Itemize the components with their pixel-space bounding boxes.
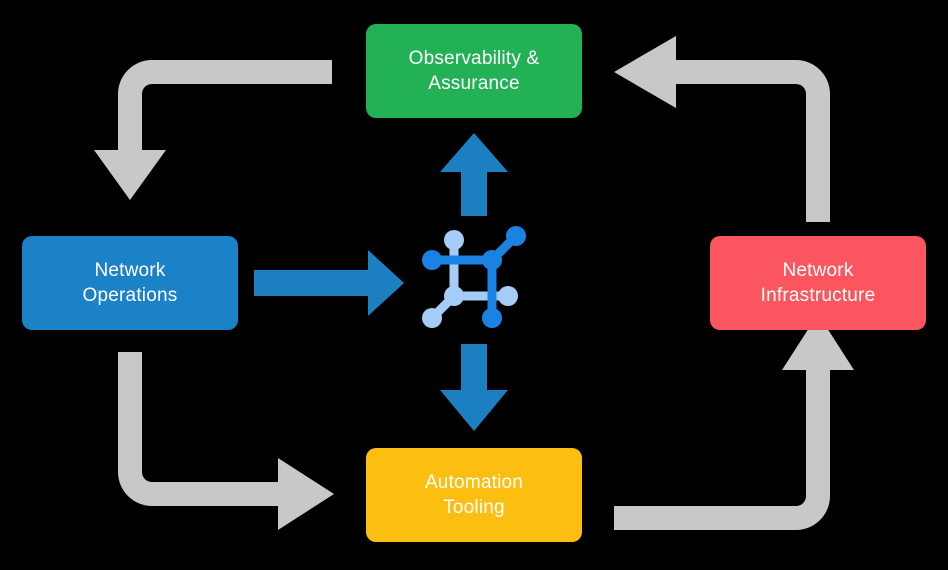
connector-operations-to-center: [254, 250, 404, 316]
node-label-network-operations: Network Operations: [82, 259, 178, 306]
node-box-automation-tooling[interactable]: Automation Tooling: [366, 448, 582, 542]
connector-operations-to-automation: [118, 352, 334, 530]
network-topology-icon: [422, 226, 526, 328]
node-label-automation-tooling: Automation Tooling: [424, 471, 524, 518]
node-label-observability: Observability & Assurance: [408, 47, 540, 94]
connector-automation-to-infrastructure: [614, 314, 854, 530]
connector-center-to-automation: [440, 344, 508, 431]
connector-observability-to-operations: [94, 60, 332, 200]
node-box-network-infrastructure[interactable]: Network Infrastructure: [710, 236, 926, 330]
node-box-network-operations[interactable]: Network Operations: [22, 236, 238, 330]
node-label-network-infrastructure: Network Infrastructure: [760, 259, 876, 306]
connector-infrastructure-to-observability: [614, 36, 830, 222]
connector-center-to-observability: [440, 133, 508, 216]
node-box-observability[interactable]: Observability & Assurance: [366, 24, 582, 118]
